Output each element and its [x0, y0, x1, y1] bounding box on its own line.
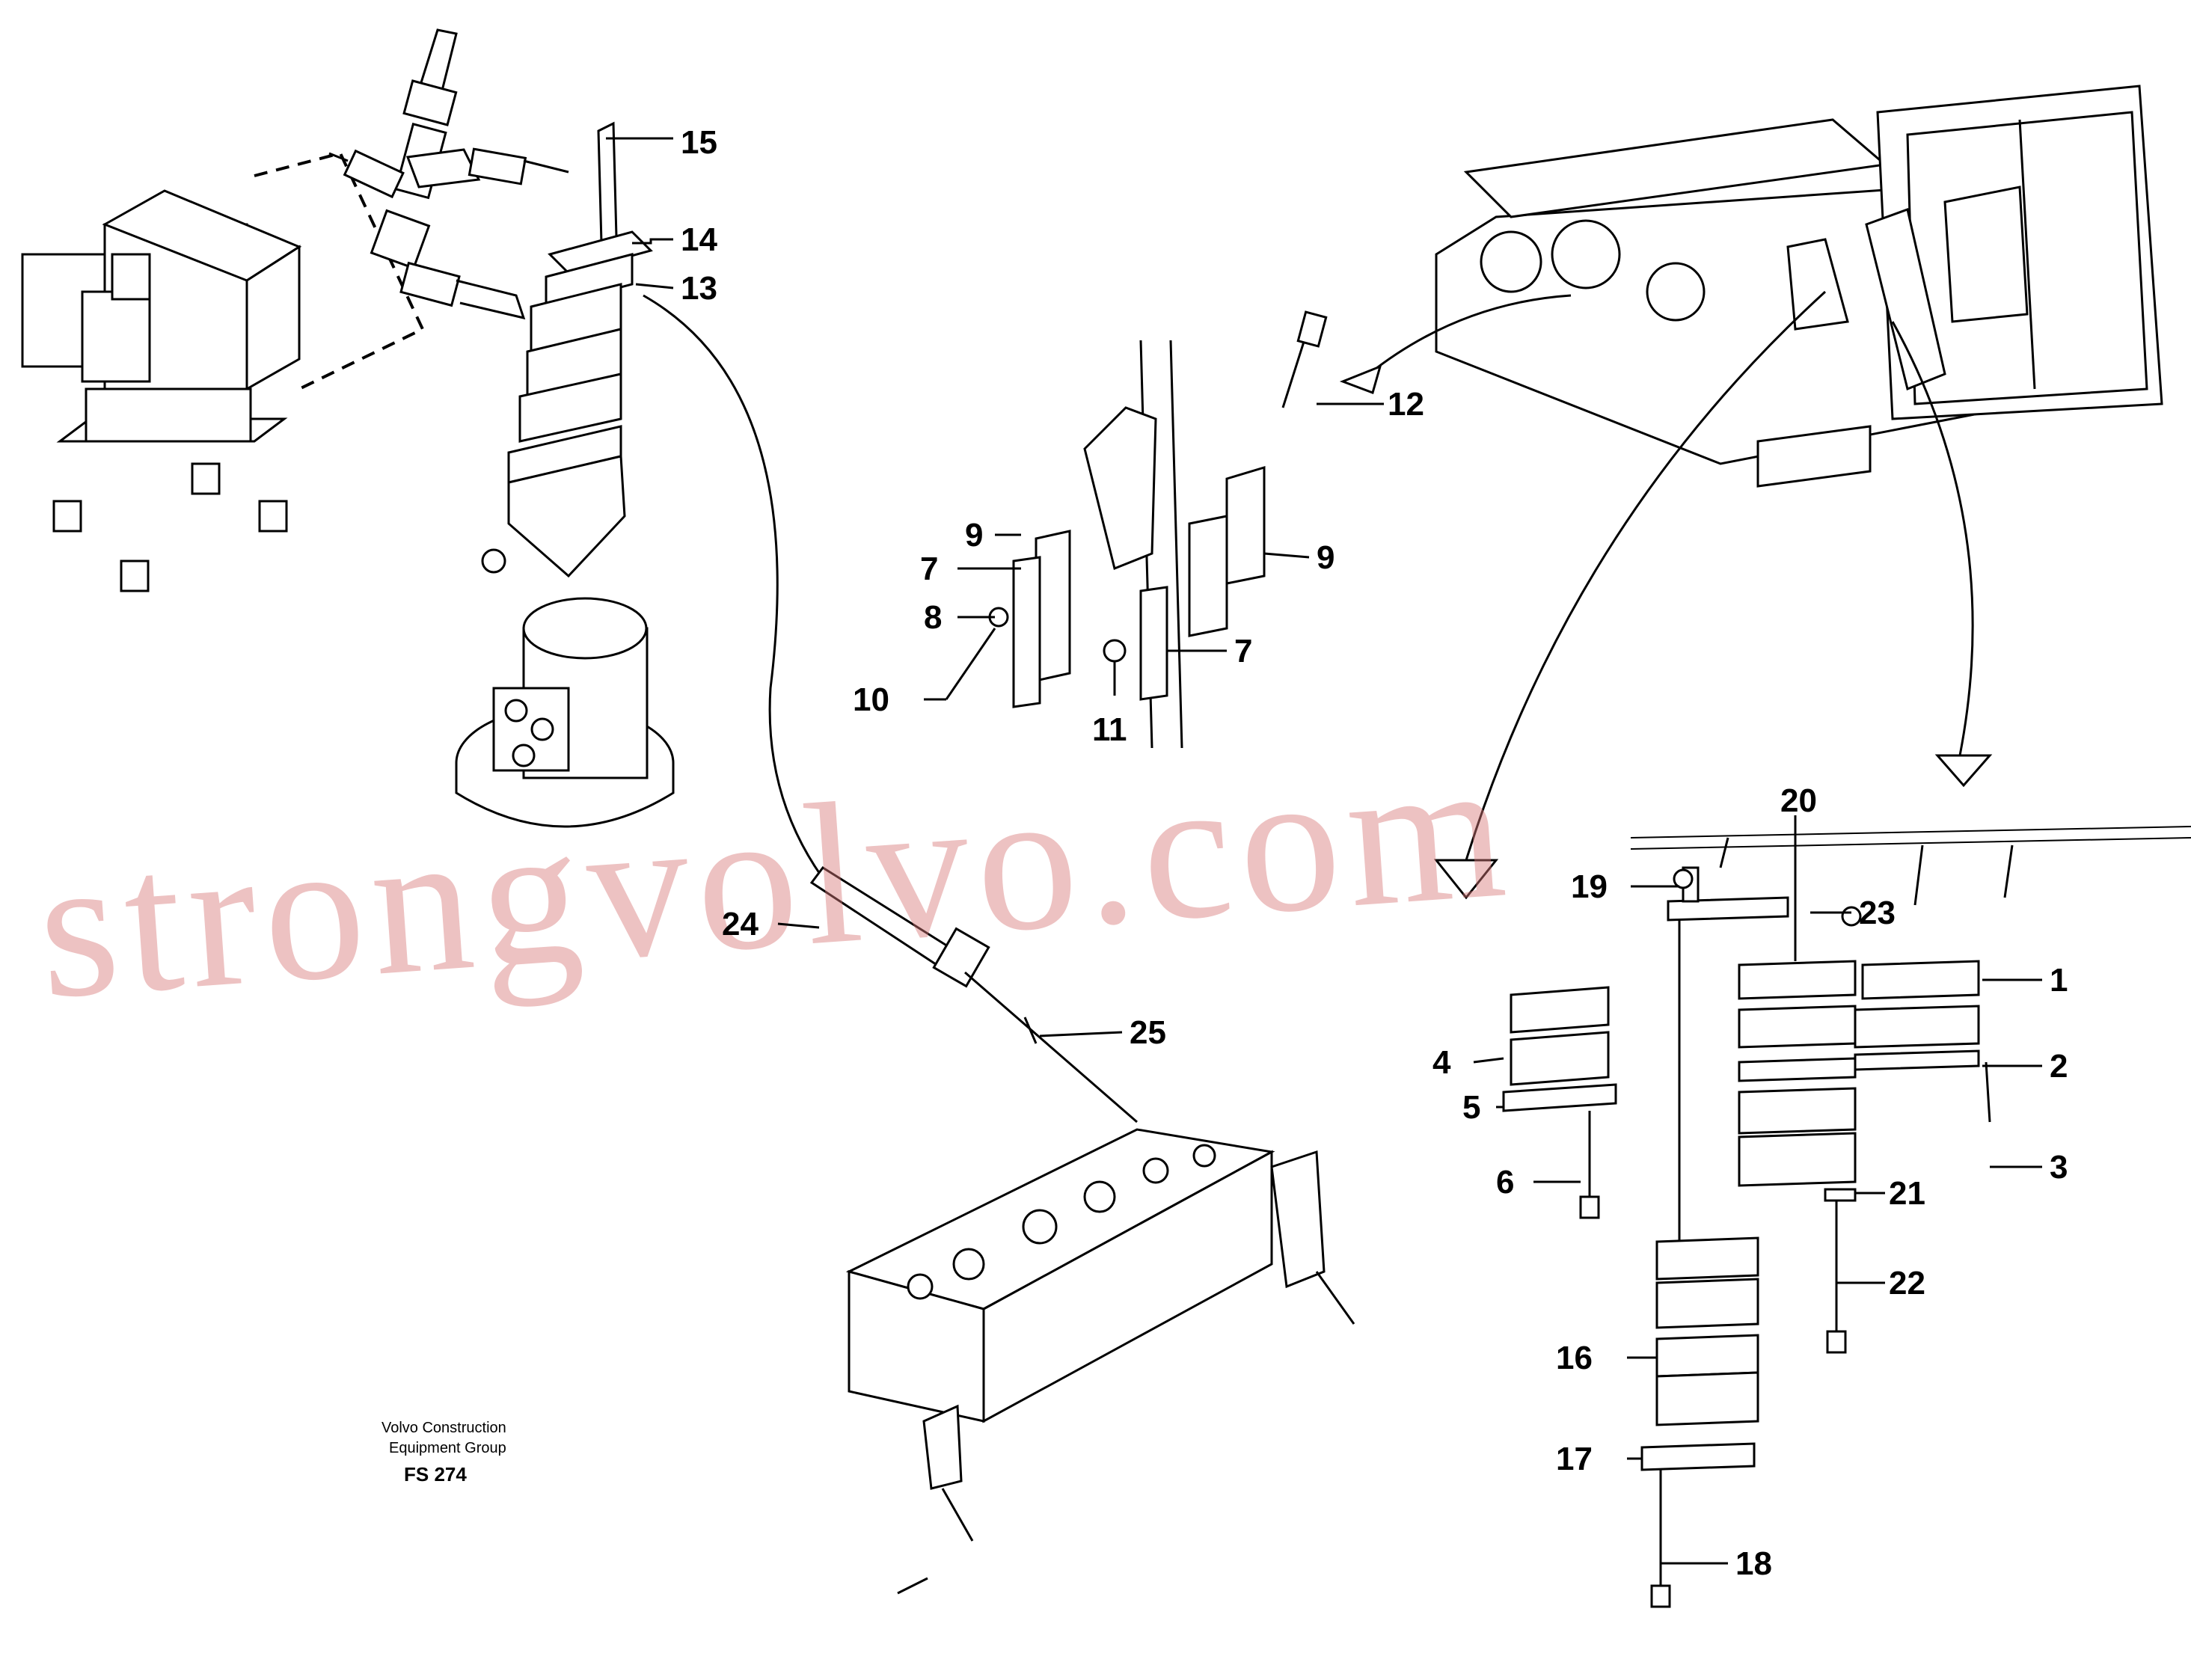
clamp-stack-13 — [455, 121, 675, 828]
label-2: 2 — [2050, 1048, 2068, 1085]
label-6: 6 — [1496, 1164, 1514, 1201]
label-9-left: 9 — [965, 517, 983, 554]
manifold-block — [809, 865, 1355, 1595]
label-13: 13 — [681, 270, 717, 307]
label-25: 25 — [1130, 1014, 1166, 1051]
label-10: 10 — [853, 681, 889, 718]
label-14: 14 — [681, 221, 717, 258]
label-19: 19 — [1571, 868, 1608, 905]
label-1: 1 — [2050, 962, 2068, 999]
label-17: 17 — [1556, 1441, 1593, 1477]
clamp-group-center — [945, 310, 1328, 749]
clamp-group-right — [1502, 826, 2191, 1608]
label-21: 21 — [1889, 1175, 1925, 1212]
label-7-left: 7 — [920, 551, 938, 587]
label-22: 22 — [1889, 1265, 1925, 1302]
label-24: 24 — [722, 906, 759, 942]
label-12: 12 — [1388, 386, 1424, 423]
footer-company-line2: Equipment Group — [389, 1440, 506, 1456]
pointer-arrows — [1339, 290, 1993, 900]
valve-block-assembly — [21, 28, 569, 592]
footer: Volvo Construction Equipment Group FS 27… — [381, 1420, 506, 1486]
footer-company-line1: Volvo Construction — [381, 1420, 506, 1436]
label-20: 20 — [1780, 782, 1817, 819]
label-23: 23 — [1859, 895, 1896, 931]
label-15: 15 — [681, 124, 717, 161]
label-11: 11 — [1092, 711, 1127, 748]
label-9-right: 9 — [1317, 539, 1334, 576]
label-8: 8 — [924, 599, 942, 636]
part-labels: 15 14 13 12 9 9 7 7 8 10 11 24 25 20 19 … — [681, 124, 2068, 1582]
footer-figure-code: FS 274 — [404, 1463, 467, 1486]
hose-line-13-24 — [643, 294, 839, 898]
excavator-body — [1435, 85, 2163, 488]
label-5: 5 — [1462, 1089, 1480, 1126]
label-4: 4 — [1432, 1044, 1451, 1081]
leader-lines — [606, 137, 2042, 1565]
label-18: 18 — [1735, 1545, 1772, 1582]
label-3: 3 — [2050, 1149, 2068, 1186]
label-16: 16 — [1556, 1340, 1593, 1376]
label-7-right: 7 — [1234, 633, 1252, 669]
